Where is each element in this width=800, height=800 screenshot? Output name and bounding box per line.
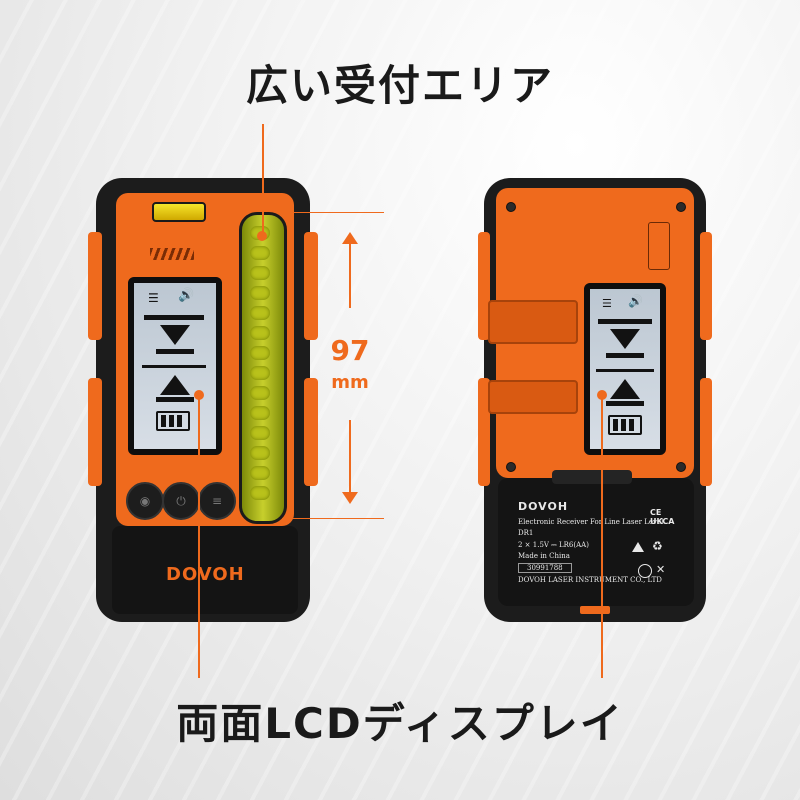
menu-icon: ☰ — [602, 297, 612, 310]
arrow-down-icon — [610, 329, 640, 349]
sensor-cell — [250, 306, 270, 320]
bubble-vial — [152, 202, 206, 222]
screw — [506, 462, 516, 472]
back-side-grip-left-top — [478, 232, 490, 340]
manufacturer: DOVOH LASER INSTRUMENT CO., LTD — [518, 576, 662, 584]
lcd-bar — [598, 319, 652, 324]
product-name: Electronic Receiver For Line Laser Level — [518, 518, 664, 526]
back-side-grip-right-top — [700, 232, 712, 340]
mode-button[interactable]: ≡ — [198, 482, 236, 520]
arrow-up-icon — [610, 379, 640, 399]
battery-latch — [552, 470, 632, 484]
pointer-front-lcd-line — [198, 395, 200, 678]
front-side-grip-right-top — [304, 232, 318, 340]
arrowhead-up-icon — [342, 232, 358, 244]
headline-top: 広い受付エリア — [245, 61, 554, 110]
sensor-cell — [250, 486, 270, 500]
dimension-unit: mm — [331, 372, 369, 393]
front-side-grip-right-bottom — [304, 378, 318, 486]
back-side-grip-left-bottom — [478, 378, 490, 486]
origin: Made in China — [518, 552, 570, 560]
sensor-cell — [250, 266, 270, 280]
screw — [676, 202, 686, 212]
sensor-cell — [250, 406, 270, 420]
speaker-grille — [150, 248, 194, 260]
bottom-tab — [580, 606, 610, 614]
lcd-bar — [606, 401, 644, 406]
warning-icon — [632, 542, 644, 552]
certification-marks: CE UKCA — [650, 508, 675, 526]
arrow-down-icon — [160, 325, 190, 345]
battery-cover — [498, 478, 694, 606]
receiver-front: ☰ 🔊 ◉ ⏻ ≡ DOVOH — [0, 0, 400, 680]
front-side-grip-left-top — [88, 232, 102, 340]
dimension-top-line — [282, 212, 384, 213]
sound-icon: 🔊 — [178, 288, 195, 303]
pointer-sensor-line — [262, 124, 264, 236]
sensor-cell — [250, 326, 270, 340]
center-line — [596, 369, 654, 372]
battery-icon — [608, 415, 642, 435]
recycle-icon: ♻ — [652, 539, 663, 553]
pointer-sensor-dot — [257, 231, 267, 241]
back-lcd: ☰ 🔊 — [584, 283, 666, 455]
sensor-cell — [250, 426, 270, 440]
lcd-bar — [156, 397, 194, 402]
weee-bin-icon: ✕ — [656, 563, 666, 576]
sensor-cell — [250, 286, 270, 300]
sensor-cell — [250, 466, 270, 480]
lcd-bar — [156, 349, 194, 354]
side-tag — [648, 222, 670, 270]
sensor-cell — [250, 386, 270, 400]
front-bottom-panel — [112, 526, 298, 614]
sensor-cell — [250, 446, 270, 460]
sound-icon: 🔊 — [628, 294, 643, 308]
center-line — [142, 365, 206, 368]
sound-button[interactable]: ◉ — [126, 482, 164, 520]
arrowhead-down-icon — [342, 492, 358, 504]
back-brand-logo: DOVOH — [518, 500, 569, 513]
sensor-cell — [250, 246, 270, 260]
battery-icon — [156, 411, 190, 431]
dimension-arrow-up — [349, 236, 351, 308]
sensor-cell — [250, 346, 270, 360]
dimension-value: 97 — [330, 334, 370, 367]
dimension-bottom-line — [282, 518, 384, 519]
model-number: DR1 — [518, 529, 534, 537]
clip-slot — [488, 380, 578, 414]
arrow-up-icon — [160, 375, 190, 395]
front-brand-logo: DOVOH — [166, 564, 245, 585]
laser-icon — [638, 564, 652, 578]
menu-icon: ☰ — [148, 291, 159, 305]
receiver-back: ☰ 🔊 DOVOH Electronic Receiver For Line L… — [478, 178, 712, 622]
lcd-bar — [144, 315, 204, 320]
front-lcd: ☰ 🔊 — [128, 277, 222, 455]
clip-slot — [488, 300, 578, 344]
headline-bottom: 両面LCDディスプレイ — [176, 699, 624, 748]
serial-number: 30991788 — [518, 563, 572, 573]
back-side-grip-right-bottom — [700, 378, 712, 486]
power-spec: 2 × 1.5V ⎓ LR6(AA) — [518, 541, 589, 549]
dimension-arrow-down — [349, 420, 351, 492]
sensor-cell — [250, 366, 270, 380]
screw — [676, 462, 686, 472]
screw — [506, 202, 516, 212]
lcd-bar — [606, 353, 644, 358]
front-side-grip-left-bottom — [88, 378, 102, 486]
pointer-back-lcd-line — [601, 395, 603, 678]
